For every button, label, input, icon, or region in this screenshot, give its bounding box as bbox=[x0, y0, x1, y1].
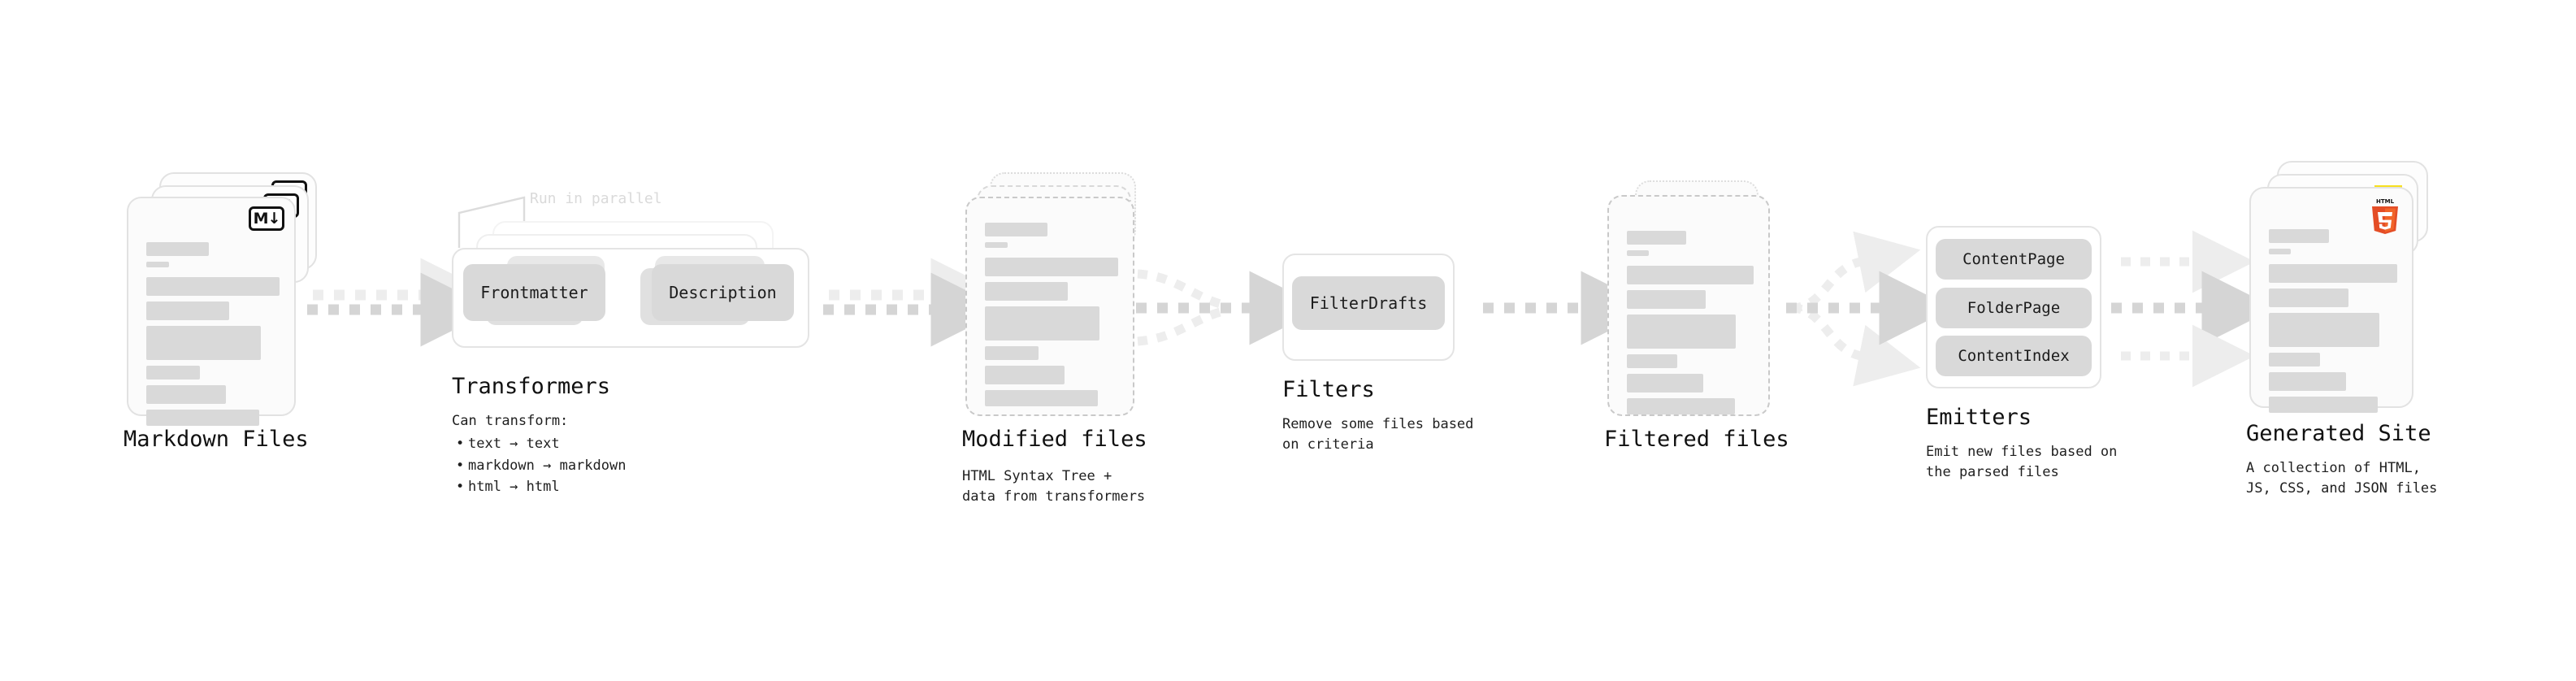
content-bar bbox=[146, 277, 280, 296]
modified-files-subtitle: HTML Syntax Tree + data from transformer… bbox=[962, 468, 1146, 505]
emitter-contentpage-label: ContentPage bbox=[1962, 250, 2065, 268]
filter-filterdrafts[interactable]: FilterDrafts bbox=[1292, 276, 1445, 330]
markdown-badge: M↓ bbox=[249, 206, 284, 231]
transformers-bullet-list: text → text markdown → markdown html → h… bbox=[452, 433, 627, 498]
content-bar bbox=[2269, 288, 2348, 307]
markdown-card-front: M↓ bbox=[127, 197, 296, 426]
content-bar bbox=[1627, 250, 1649, 256]
generated-site-title: Generated Site bbox=[2246, 421, 2431, 446]
filtered-card-content bbox=[1627, 231, 1754, 420]
transformer-description-label: Description bbox=[669, 283, 777, 302]
content-bar bbox=[1627, 290, 1706, 309]
content-bar bbox=[985, 282, 1068, 301]
emitter-contentindex[interactable]: ContentIndex bbox=[1936, 336, 2092, 376]
arrow-markdown-to-transformers bbox=[307, 258, 495, 347]
transformers-bullet: text → text bbox=[456, 433, 626, 455]
content-bar bbox=[2269, 372, 2346, 391]
content-bar bbox=[985, 306, 1100, 340]
arrow-filtered-to-emitters bbox=[1786, 231, 1954, 387]
content-bar bbox=[985, 390, 1099, 406]
emitter-folderpage-label: FolderPage bbox=[1967, 299, 2061, 317]
modified-files-title: Modified files bbox=[962, 427, 1147, 452]
filters-subtitle: Remove some files based on criteria bbox=[1282, 416, 1474, 453]
transformers-bullet: html → html bbox=[456, 476, 626, 498]
generated-site-subtitle: A collection of HTML, JS, CSS, and JSON … bbox=[2246, 460, 2438, 497]
content-bar bbox=[1627, 354, 1678, 368]
content-bar bbox=[985, 223, 1048, 236]
emitters-title: Emitters bbox=[1926, 405, 2032, 430]
transformers-description: Can transform: text → text markdown → ma… bbox=[452, 410, 627, 498]
content-bar bbox=[146, 242, 210, 256]
filtered-files-title: Filtered files bbox=[1604, 427, 1789, 452]
content-bar bbox=[1627, 374, 1703, 393]
site-card-content bbox=[2269, 229, 2397, 419]
content-bar bbox=[146, 410, 260, 426]
run-in-parallel-label: Run in parallel bbox=[530, 190, 662, 207]
html5-badge-svg: HTML bbox=[2372, 198, 2398, 234]
content-bar bbox=[985, 258, 1118, 276]
filter-filterdrafts-label: FilterDrafts bbox=[1309, 293, 1428, 313]
content-bar bbox=[2269, 264, 2397, 283]
content-bar bbox=[985, 242, 1008, 248]
emitter-contentpage[interactable]: ContentPage bbox=[1936, 239, 2092, 280]
content-bar bbox=[1627, 266, 1754, 284]
transformers-lead: Can transform: bbox=[452, 413, 569, 429]
modified-card-content bbox=[985, 223, 1118, 412]
emitter-folderpage[interactable]: FolderPage bbox=[1936, 288, 2092, 328]
content-bar bbox=[146, 326, 262, 360]
content-bar bbox=[2269, 249, 2291, 254]
site-card-front: HTML bbox=[2249, 187, 2413, 413]
content-bar bbox=[2269, 397, 2379, 413]
svg-text:HTML: HTML bbox=[2376, 198, 2395, 205]
content-bar bbox=[146, 366, 200, 380]
markdown-badge-label-front: M↓ bbox=[253, 209, 281, 228]
markdown-files-title: Markdown Files bbox=[124, 427, 309, 452]
transformers-bullet: markdown → markdown bbox=[456, 455, 627, 477]
transformer-frontmatter[interactable]: Frontmatter bbox=[463, 264, 605, 321]
content-bar bbox=[985, 346, 1039, 360]
content-bar bbox=[2269, 229, 2330, 243]
content-bar bbox=[146, 301, 229, 320]
transformer-frontmatter-label: Frontmatter bbox=[480, 283, 588, 302]
transformer-description[interactable]: Description bbox=[652, 264, 794, 321]
transformers-title: Transformers bbox=[452, 374, 611, 399]
arrow-modified-to-filters bbox=[1136, 269, 1324, 346]
content-bar bbox=[2269, 353, 2321, 367]
content-bar bbox=[2269, 313, 2379, 347]
filtered-card-front bbox=[1607, 195, 1770, 416]
modified-card-front bbox=[965, 197, 1134, 416]
arrow-transformers-to-modified bbox=[823, 258, 1005, 347]
content-bar bbox=[985, 366, 1065, 384]
emitters-subtitle: Emit new files based on the parsed files bbox=[1926, 444, 2118, 480]
filters-title: Filters bbox=[1282, 377, 1375, 402]
content-bar bbox=[146, 262, 169, 267]
emitter-contentindex-label: ContentIndex bbox=[1958, 347, 2070, 365]
content-bar bbox=[146, 385, 227, 404]
markdown-card-content bbox=[146, 242, 280, 432]
arrow-emitters-to-site bbox=[2111, 230, 2276, 388]
content-bar bbox=[1627, 398, 1735, 414]
html5-badge: HTML bbox=[2370, 197, 2400, 234]
content-bar bbox=[1627, 231, 1687, 245]
content-bar bbox=[1627, 314, 1737, 349]
